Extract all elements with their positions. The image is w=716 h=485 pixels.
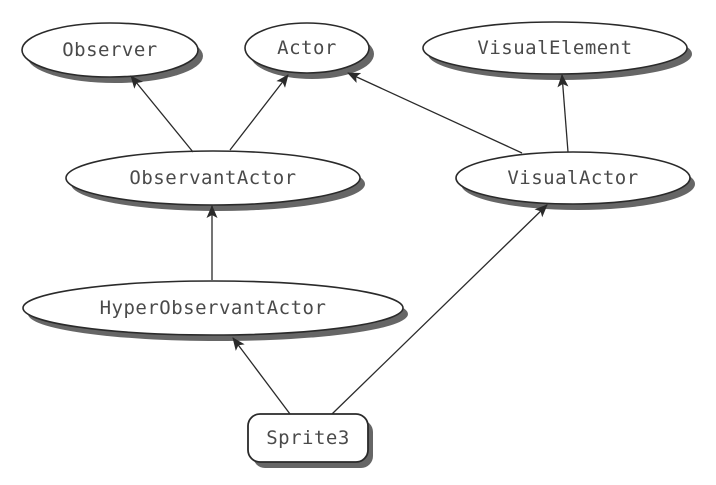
edge-Sprite3-to-HyperObservantActor xyxy=(232,337,291,415)
edge-layer xyxy=(130,72,569,415)
node-label-VisualElement: VisualElement xyxy=(477,37,632,59)
edge-ObservantActor-to-Observer xyxy=(130,75,194,153)
node-label-Actor: Actor xyxy=(277,37,337,59)
node-VisualActor xyxy=(455,151,691,205)
node-label-Sprite3: Sprite3 xyxy=(266,427,350,449)
node-label-Observer: Observer xyxy=(62,39,158,61)
edge-VisualActor-to-VisualElement xyxy=(557,74,569,153)
node-Actor xyxy=(244,22,370,74)
node-HyperObservantActor xyxy=(22,280,404,336)
edge-VisualActor-to-Actor xyxy=(347,72,523,154)
node-layer xyxy=(21,21,691,463)
node-VisualElement xyxy=(422,21,688,75)
label-layer: Observer Actor VisualElementObservantActor… xyxy=(62,37,638,449)
node-label-VisualActor: VisualActor xyxy=(507,167,638,189)
shadow-layer xyxy=(27,28,695,468)
node-Sprite3 xyxy=(247,413,369,463)
node-Observer xyxy=(21,22,199,78)
edge-ObservantActor-to-Actor xyxy=(229,74,289,151)
node-label-ObservantActor: ObservantActor xyxy=(129,167,296,189)
edge-Sprite3-to-VisualActor xyxy=(331,204,548,415)
node-label-HyperObservantActor: HyperObservantActor xyxy=(100,297,327,319)
